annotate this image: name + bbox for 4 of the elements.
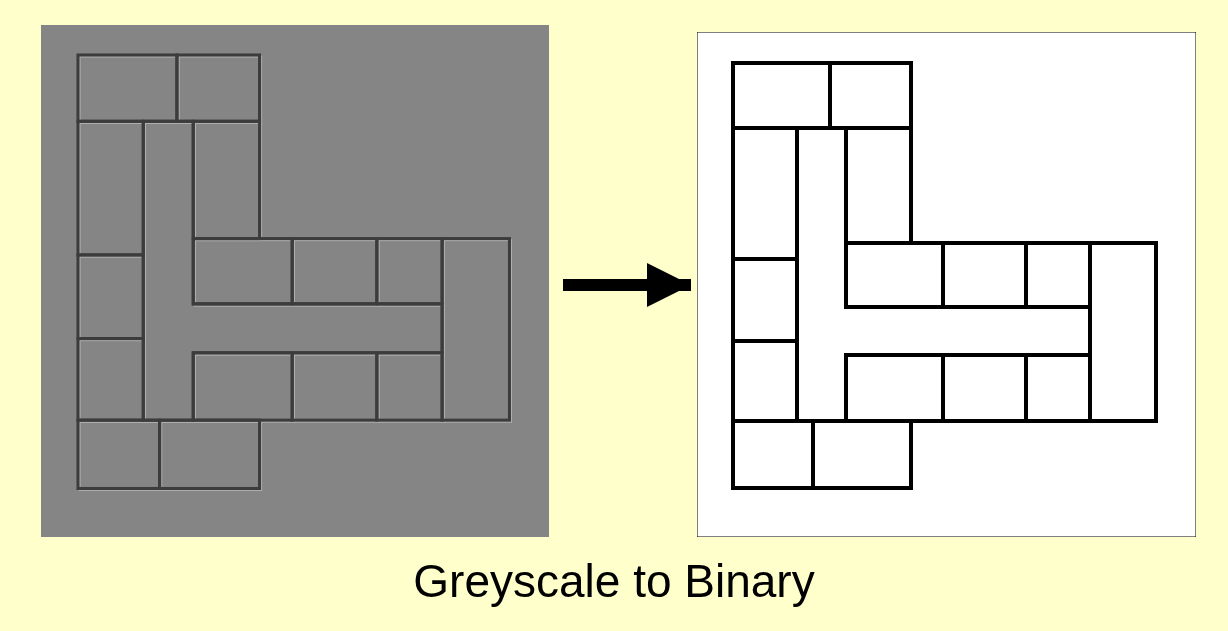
- picture: [697, 32, 1196, 537]
- arrow: [563, 263, 691, 307]
- caption: Greyscale to Binary: [413, 554, 815, 609]
- picture: [41, 25, 549, 537]
